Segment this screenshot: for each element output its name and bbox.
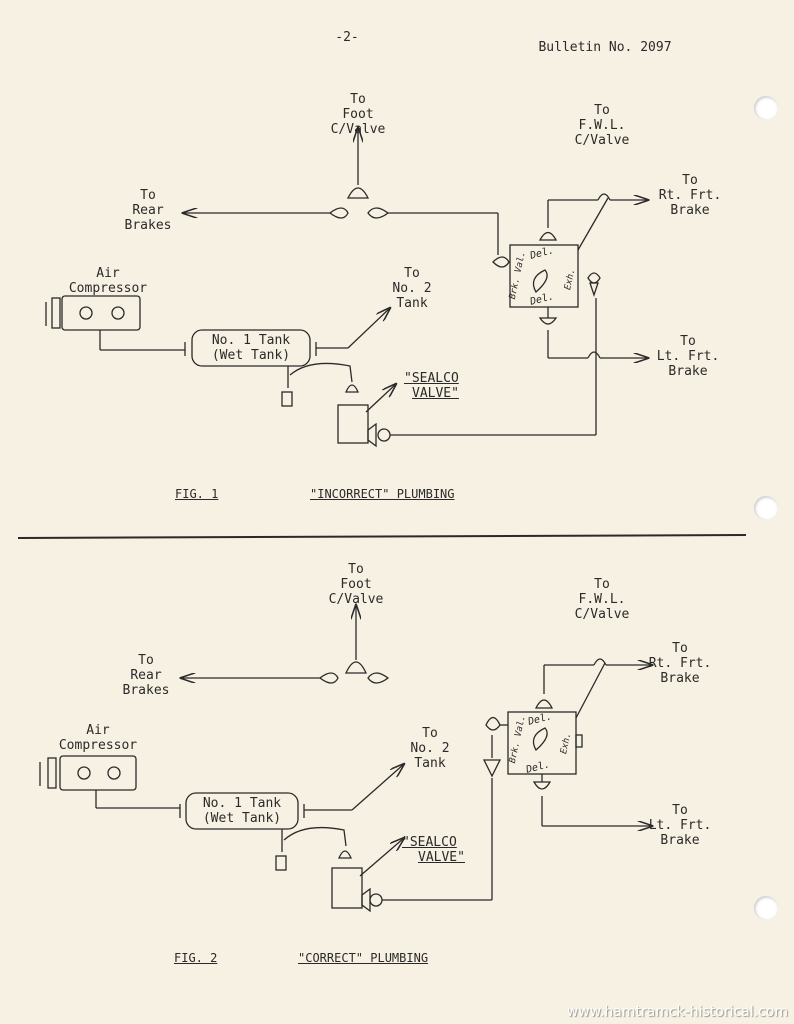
site-watermark: www.hamtramck-historical.com [566, 1004, 788, 1020]
fig1-tee-top [346, 187, 370, 199]
fig2-tank-label: No. 1 Tank (Wet Tank) [202, 796, 282, 826]
fig1-relay-box [509, 244, 579, 308]
fig2-caption-number: FIG. 2 [174, 951, 218, 965]
fig2-caption-title: "CORRECT" PLUMBING [298, 951, 429, 965]
fig1-tank [191, 329, 311, 367]
fig2-foot-valve-label: To Foot C/Valve [328, 562, 384, 607]
fig1-compressor [61, 295, 141, 331]
fig2-fwl-valve-label: To F.W.L. C/Valve [574, 577, 630, 622]
punch-hole-top [754, 96, 778, 120]
fig2-sealco-label: "SEALCO VALVE" [402, 835, 465, 865]
fig1-rt-frt-brake-label: To Rt. Frt. Brake [658, 173, 722, 218]
fig2-sealco [331, 867, 363, 909]
fig1-fwl-valve-label: To F.W.L. C/Valve [574, 103, 630, 148]
fig1-foot-valve-label: To Foot C/Valve [330, 92, 386, 137]
fig1-compressor-label: Air Compressor [68, 266, 148, 296]
fig1-lines [45, 128, 648, 448]
fig1-rear-brakes-label: To Rear Brakes [124, 188, 172, 233]
bulletin-number: Bulletin No. 2097 [538, 40, 672, 55]
page-number: -2- [335, 30, 359, 45]
fig1-tank-label: No. 1 Tank (Wet Tank) [211, 333, 291, 363]
fig2-lt-frt-brake-label: To Lt. Frt. Brake [648, 803, 712, 848]
fig2-rt-frt-brake-label: To Rt. Frt. Brake [648, 641, 712, 686]
fig1-caption-title: "INCORRECT" PLUMBING [310, 487, 455, 501]
fig2-compressor [59, 755, 137, 791]
punch-hole-middle [754, 496, 778, 520]
punch-hole-bottom [754, 896, 778, 920]
fig2-rear-brakes-label: To Rear Brakes [122, 653, 170, 698]
fig2-lines [39, 605, 652, 913]
fig1-sealco-label: "SEALCO VALVE" [404, 371, 459, 401]
fig1-no2-tank-label: To No. 2 Tank [392, 266, 432, 311]
fig1-sealco [337, 404, 369, 444]
fig1-caption-number: FIG. 1 [175, 487, 219, 501]
fig1-lt-frt-brake-label: To Lt. Frt. Brake [656, 334, 720, 379]
fig2-no2-tank-label: To No. 2 Tank [410, 726, 450, 771]
figure-divider [17, 534, 747, 539]
fig2-tank [185, 792, 299, 830]
fig2-compressor-label: Air Compressor [58, 723, 138, 753]
